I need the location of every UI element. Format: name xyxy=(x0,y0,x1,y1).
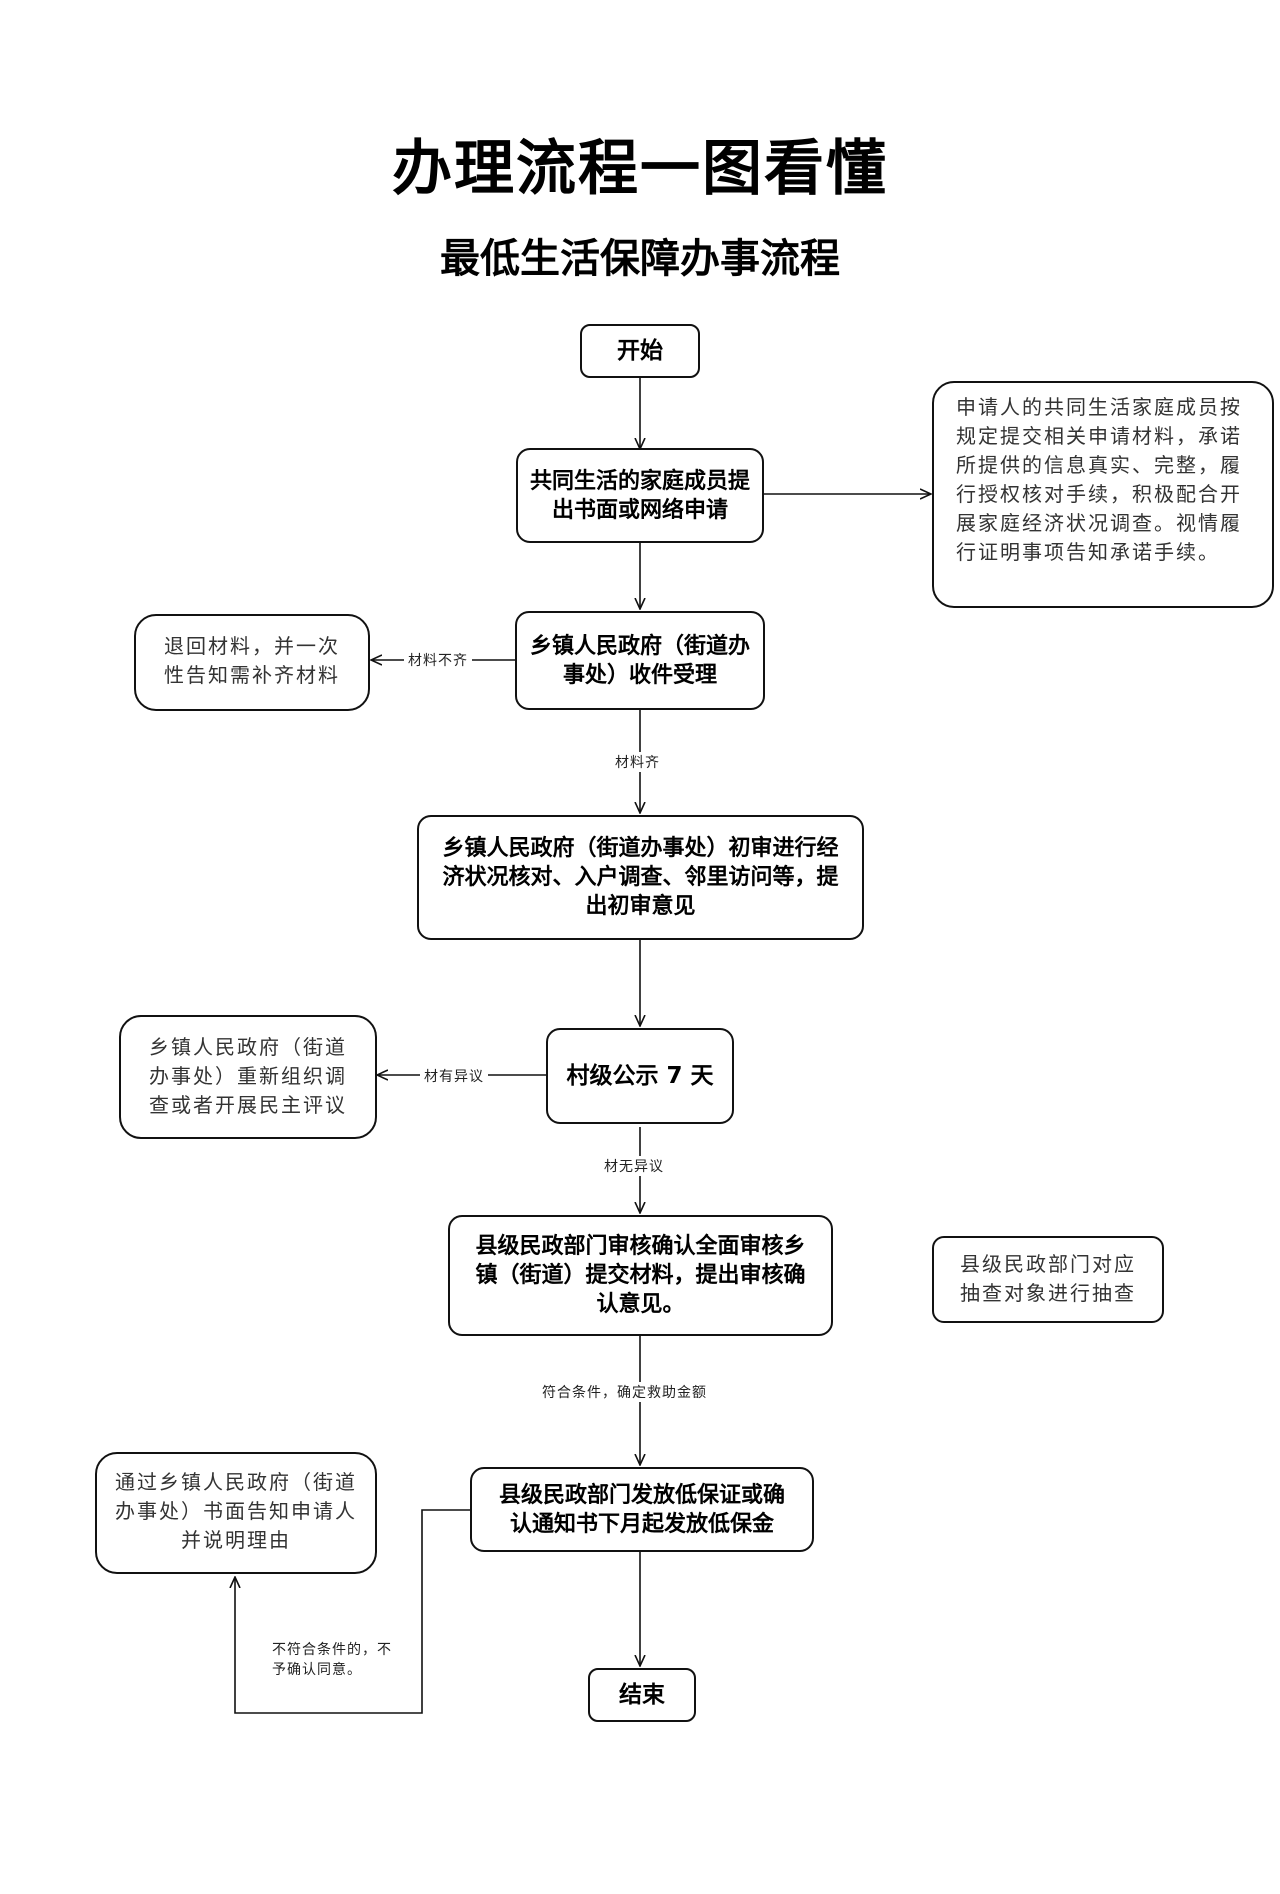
no-objection-label: 材无异议 xyxy=(600,1156,668,1176)
page-title: 办理流程一图看懂 xyxy=(392,134,888,204)
reject-notice-note: 通过乡镇人民政府（街道办事处）书面告知申请人并说明理由 xyxy=(95,1452,377,1574)
ineligible-label: 不符合条件的，不予确认同意。 xyxy=(272,1642,392,1678)
eligible-label: 符合条件，确定救助金额 xyxy=(538,1382,711,1402)
objection-label: 材有异议 xyxy=(420,1066,488,1086)
review-step: 乡镇人民政府（街道办事处）初审进行经济状况核对、入户调查、邻里访问等，提出初审意… xyxy=(417,815,864,940)
commitment-note: 申请人的共同生活家庭成员按规定提交相关申请材料，承诺所提供的信息真实、完整，履行… xyxy=(932,381,1274,608)
reorganize-note: 乡镇人民政府（街道办事处）重新组织调查或者开展民主评议 xyxy=(119,1015,377,1139)
apply-step: 共同生活的家庭成员提出书面或网络申请 xyxy=(516,448,764,543)
end-node: 结束 xyxy=(588,1668,696,1722)
complete-label: 材料齐 xyxy=(611,752,664,772)
return-materials-note: 退回材料，并一次性告知需补齐材料 xyxy=(134,614,370,711)
incomplete-label: 材料不齐 xyxy=(404,650,472,670)
publicity-step: 村级公示 7 天 xyxy=(546,1028,734,1124)
start-node: 开始 xyxy=(580,324,700,378)
accept-step: 乡镇人民政府（街道办事处）收件受理 xyxy=(515,611,765,710)
page-subtitle: 最低生活保障办事流程 xyxy=(440,236,840,282)
county-confirm-step: 县级民政部门审核确认全面审核乡镇（街道）提交材料，提出审核确认意见。 xyxy=(448,1215,833,1336)
arrow-issue-to-reject xyxy=(235,1509,470,1714)
spot-check-note: 县级民政部门对应抽查对象进行抽查 xyxy=(932,1236,1164,1323)
issue-step: 县级民政部门发放低保证或确认通知书下月起发放低保金 xyxy=(470,1467,814,1552)
